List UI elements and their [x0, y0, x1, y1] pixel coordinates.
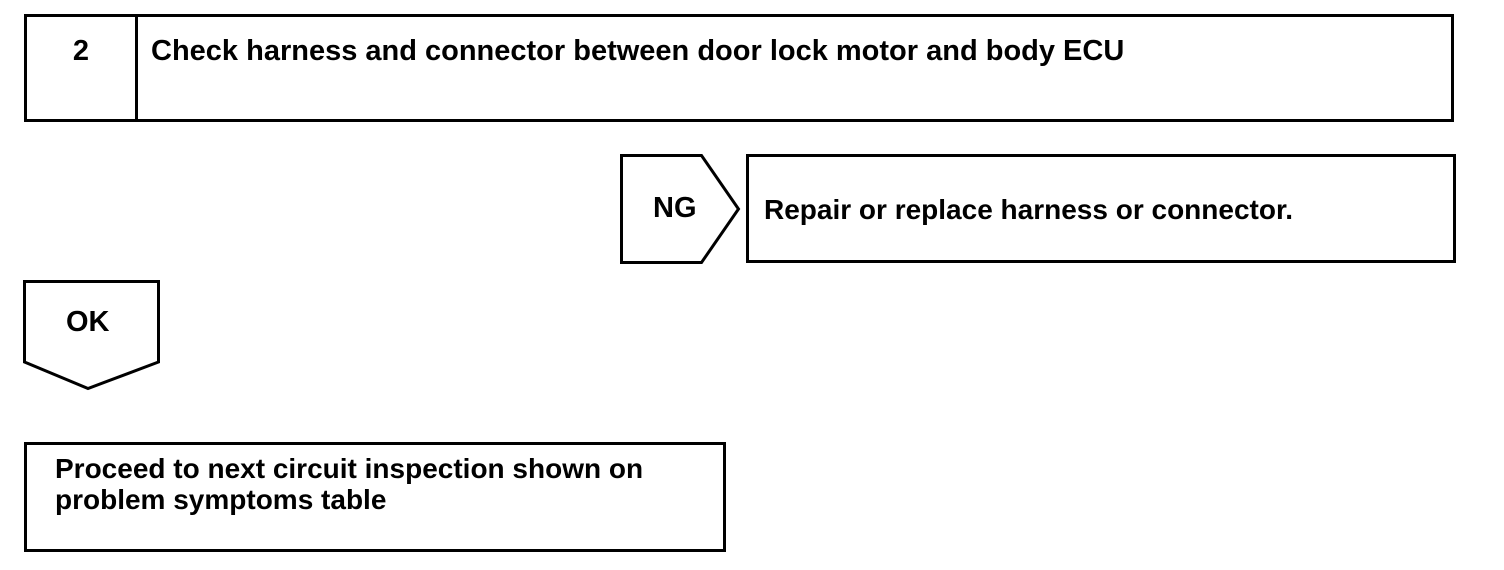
step-box: 2 Check harness and connector between do…: [24, 14, 1454, 122]
ng-arrow-shape: [620, 154, 741, 264]
ok-arrow-shape: [23, 280, 160, 391]
ok-label: OK: [66, 306, 110, 338]
ng-label: NG: [653, 192, 697, 224]
ok-result-box: Proceed to next circuit inspection shown…: [24, 442, 726, 552]
step-title: Check harness and connector between door…: [151, 35, 1125, 67]
ng-result-box: Repair or replace harness or connector.: [746, 154, 1456, 263]
step-number: 2: [27, 17, 138, 119]
ng-result-text: Repair or replace harness or connector.: [764, 194, 1294, 225]
ok-result-text: Proceed to next circuit inspection shown…: [55, 453, 644, 515]
